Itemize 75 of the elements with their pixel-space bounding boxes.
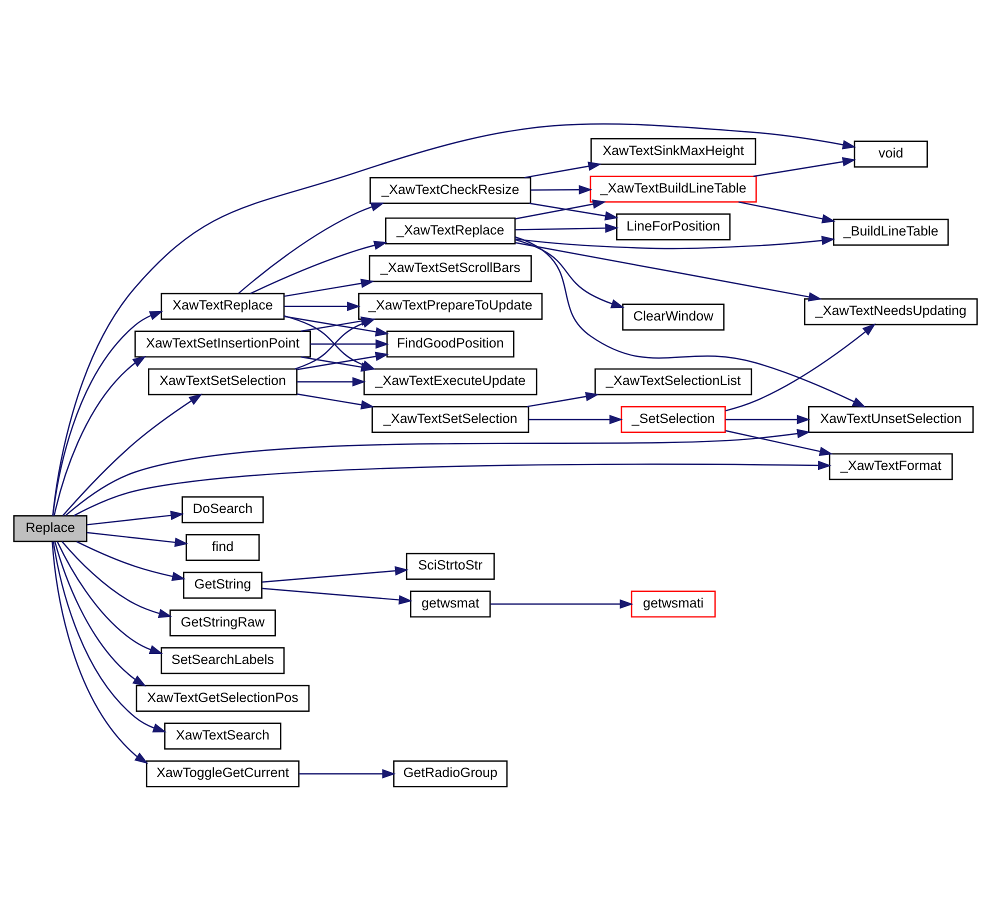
node-box: _XawTextCheckResize <box>370 176 532 204</box>
node-box: getwsmat <box>410 590 491 618</box>
node-box: Replace <box>13 514 88 542</box>
arrow <box>310 338 390 348</box>
node-box: SciStrtoStr <box>406 552 495 580</box>
arrow <box>52 310 164 516</box>
arrow <box>726 414 810 424</box>
arrow <box>52 122 856 516</box>
arrow <box>52 541 148 764</box>
node-box: _XawTextReplace <box>385 216 516 244</box>
node-box: GetString <box>182 571 262 598</box>
node-box: SetSearchLabels <box>160 646 285 674</box>
arrow <box>56 540 164 654</box>
arrow <box>86 531 188 547</box>
node-box: XawToggleGetCurrent <box>146 760 300 787</box>
arrow <box>753 156 856 176</box>
arrow <box>74 460 832 516</box>
arrow <box>76 540 186 580</box>
arrow <box>725 322 876 411</box>
node-box: FindGoodPosition <box>386 330 514 358</box>
node-box: _XawTextFormat <box>828 452 953 480</box>
arrow <box>262 566 408 582</box>
arrow <box>738 200 836 223</box>
arrow <box>297 376 366 386</box>
arrow <box>250 240 388 294</box>
arrow <box>86 510 184 525</box>
node-box: getwsmati <box>630 590 716 618</box>
node-box: _SetSelection <box>620 406 726 432</box>
arrow <box>529 202 618 220</box>
node-box: XawTextUnsetSelection <box>808 406 974 432</box>
node-box: LineForPosition <box>616 212 731 240</box>
arrow <box>524 161 602 178</box>
node-box: GetRadioGroup <box>393 760 508 787</box>
node-box: _BuildLineTable <box>832 218 949 246</box>
node-box: _XawTextBuildLineTable <box>590 175 757 202</box>
arrow <box>515 222 619 232</box>
node-box: XawTextSinkMaxHeight <box>590 137 756 164</box>
arrow <box>296 392 374 409</box>
arrow <box>62 393 202 516</box>
node-box: _XawTextNeedsUpdating <box>804 298 978 325</box>
node-box: _XawTextSetSelection <box>372 406 530 432</box>
node-box: _XawTextSetScrollBars <box>368 254 532 282</box>
node-box: DoSearch <box>182 496 264 523</box>
node-box: find <box>186 534 260 560</box>
node-box: GetStringRaw <box>170 608 276 636</box>
arrow <box>515 238 625 308</box>
arrow <box>725 430 833 456</box>
node-box: XawTextGetSelectionPos <box>136 684 310 712</box>
node-box: ClearWindow <box>622 303 724 330</box>
node-box: XawTextSetInsertionPoint <box>134 330 311 358</box>
arrow <box>284 301 361 311</box>
arrow <box>528 414 623 424</box>
node-box: _XawTextSelectionList <box>594 368 752 395</box>
arrow <box>238 202 384 294</box>
arrow <box>54 355 146 516</box>
arrow <box>52 540 166 732</box>
node-box: _XawTextPrepareToUpdate <box>358 292 543 320</box>
arrow <box>262 587 412 604</box>
arrow <box>284 278 374 296</box>
arrow <box>62 540 172 618</box>
node-box: _XawTextExecuteUpdate <box>363 368 538 395</box>
node-box: XawTextSearch <box>164 722 282 750</box>
arrow <box>490 598 634 608</box>
arrow <box>54 540 146 686</box>
arrow <box>530 184 592 194</box>
arrow <box>515 236 866 407</box>
arrow <box>65 428 811 516</box>
arrow <box>298 768 396 778</box>
arrow <box>515 199 606 219</box>
node-box: void <box>854 140 928 168</box>
arrow <box>526 391 600 407</box>
node-box: XawTextSetSelection <box>148 368 298 395</box>
node-box: XawTextReplace <box>160 292 285 320</box>
arrow <box>515 242 822 301</box>
arrow <box>515 235 836 249</box>
